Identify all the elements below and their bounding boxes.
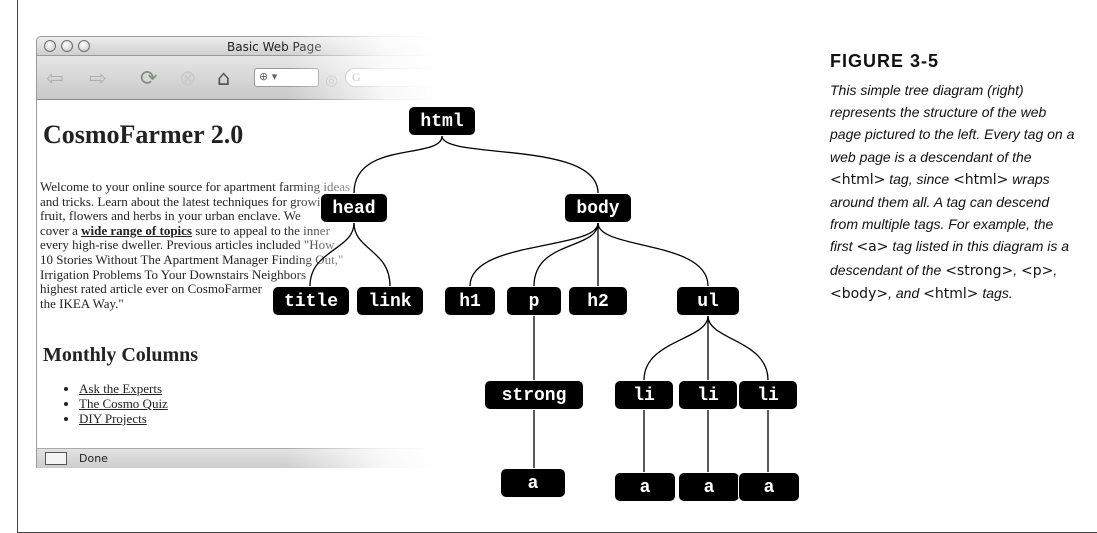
- intro-line: Irrigation Problems To Your Downstairs N…: [40, 266, 307, 282]
- node-title: title: [272, 286, 350, 316]
- list-item: DIY Projects: [79, 411, 168, 426]
- edge-ul-li1: [643, 315, 709, 381]
- list-item: The Cosmo Quiz: [79, 396, 168, 411]
- node-a: a: [678, 472, 740, 502]
- edge-ul-li3: [707, 315, 769, 381]
- node-body: body: [564, 193, 632, 223]
- globe-icon: ⊕ ▾: [259, 70, 278, 83]
- status-text: Done: [79, 452, 108, 465]
- node-p: p: [506, 286, 562, 316]
- node-h1: h1: [444, 286, 496, 316]
- intro-line: every high-rise dweller. Previous articl…: [40, 237, 335, 253]
- figure-label: FIGURE 3-5: [830, 51, 940, 71]
- node-li: li: [614, 380, 674, 410]
- intro-line: fruit, flowers and herbs in your urban e…: [40, 208, 301, 224]
- ask-experts-link[interactable]: Ask the Experts: [79, 381, 163, 396]
- stop-icon[interactable]: ⊗: [179, 66, 197, 90]
- home-icon[interactable]: ⌂: [217, 66, 231, 90]
- edge-body-ul: [597, 222, 709, 287]
- node-strong: strong: [484, 380, 584, 410]
- edge-body-h1: [469, 222, 599, 287]
- close-window-button[interactable]: [44, 40, 56, 52]
- intro-paragraph: Welcome to your online source for apartm…: [40, 179, 436, 311]
- node-a: a: [500, 468, 566, 498]
- diy-projects-link[interactable]: DIY Projects: [79, 411, 147, 426]
- edge-head-link: [353, 222, 391, 287]
- code-html: <html>: [953, 171, 1009, 188]
- code-strong: <strong>: [945, 262, 1014, 279]
- minimize-window-button[interactable]: [61, 40, 73, 52]
- intro-line: and tricks. Learn about the latest techn…: [40, 193, 334, 209]
- back-arrow-icon[interactable]: ⇦: [46, 66, 64, 90]
- intro-line: highest rated article ever on CosmoFarme…: [40, 281, 263, 297]
- intro-line: Welcome to your online source for apartm…: [40, 179, 351, 194]
- node-html: html: [408, 106, 476, 136]
- node-h2: h2: [568, 286, 628, 316]
- monthly-columns-heading: Monthly Columns: [43, 344, 199, 366]
- edge-html-head: [353, 135, 443, 194]
- cosmo-quiz-link[interactable]: The Cosmo Quiz: [79, 396, 168, 411]
- code-html: <html>: [830, 171, 886, 188]
- code-body: <body>: [830, 285, 889, 302]
- node-link: link: [356, 286, 424, 316]
- forward-arrow-icon[interactable]: ⇨: [89, 66, 107, 90]
- columns-list: Ask the Experts The Cosmo Quiz DIY Proje…: [37, 381, 168, 426]
- figure-caption: This simple tree diagram (right) represe…: [830, 82, 1075, 302]
- wide-range-of-topics-link[interactable]: wide range of topics: [81, 222, 192, 238]
- node-a: a: [738, 472, 800, 502]
- node-a: a: [614, 472, 676, 502]
- window-controls: [44, 40, 90, 52]
- activity-icon: [45, 452, 67, 465]
- edge-body-p: [533, 222, 599, 287]
- code-p: <p>: [1021, 262, 1054, 279]
- edge-html-body: [441, 135, 599, 194]
- intro-line: the IKEA Way.": [40, 295, 124, 311]
- edge-head-title: [309, 222, 355, 287]
- code-a: <a>: [856, 239, 889, 256]
- node-li: li: [678, 380, 738, 410]
- node-li: li: [738, 380, 798, 410]
- reload-icon[interactable]: ⟳: [140, 66, 158, 90]
- code-html: <html>: [923, 285, 979, 302]
- intro-line: 10 Stories Without The Apartment Manager…: [40, 251, 344, 267]
- page-heading: CosmoFarmer 2.0: [43, 120, 244, 149]
- list-item: Ask the Experts: [79, 381, 168, 396]
- node-head: head: [320, 193, 388, 223]
- zoom-window-button[interactable]: [78, 40, 90, 52]
- node-ul: ul: [676, 286, 740, 316]
